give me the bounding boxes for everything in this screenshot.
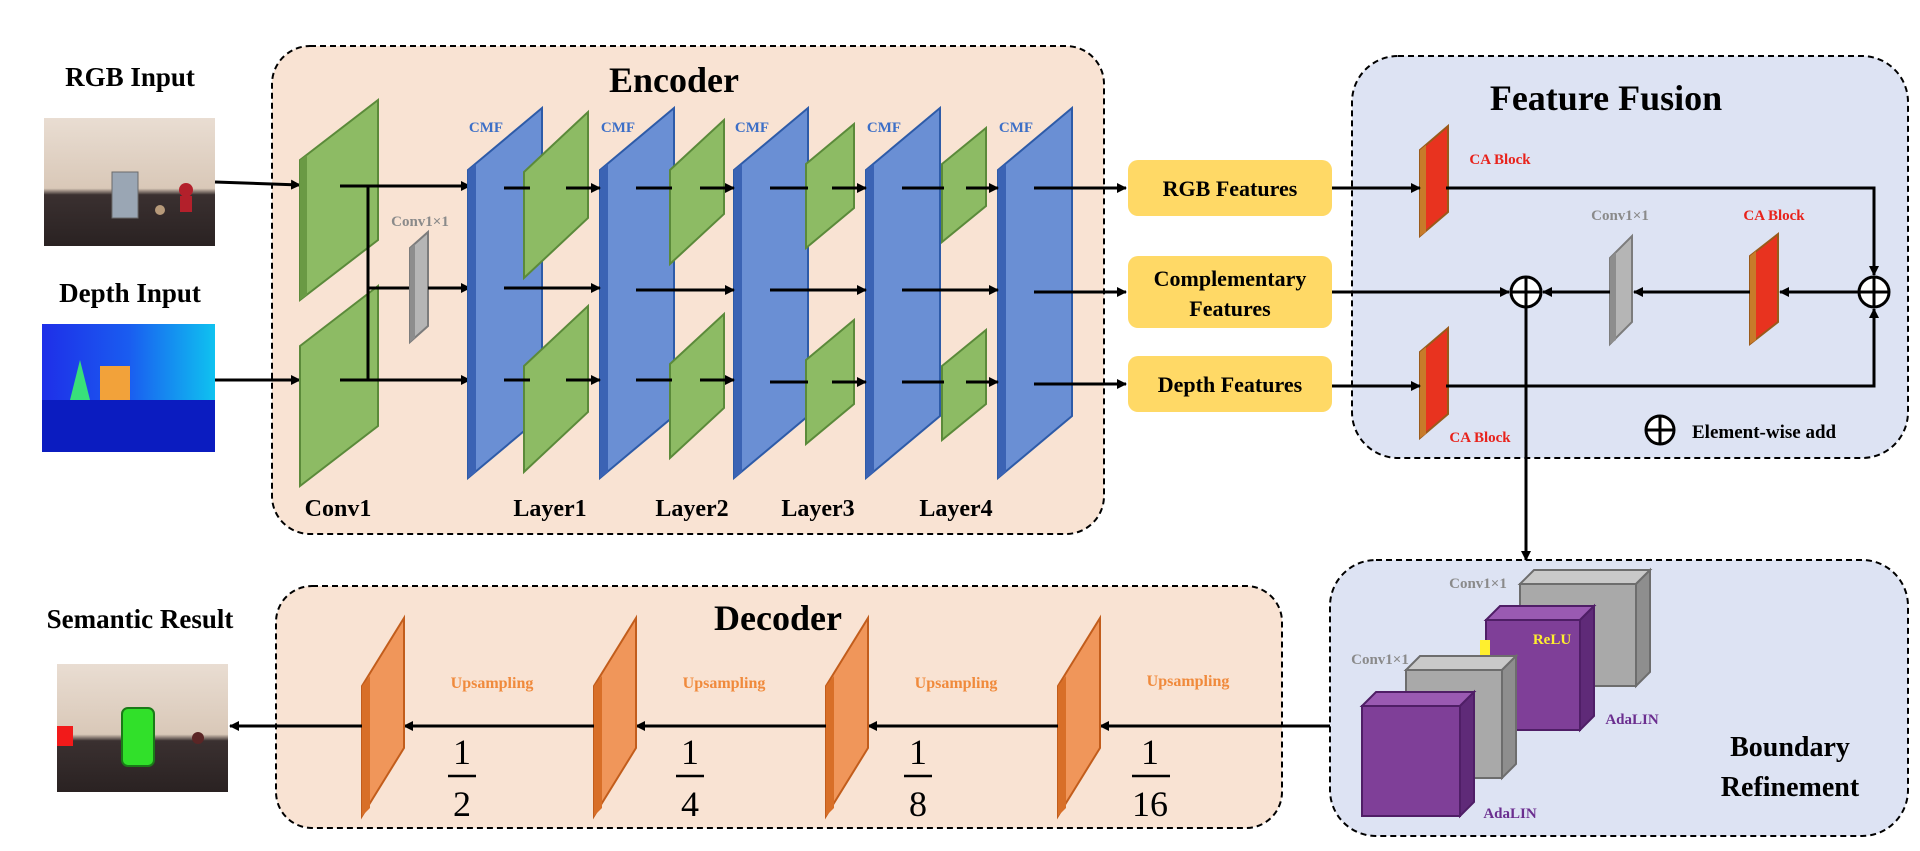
svg-text:16: 16	[1132, 784, 1168, 824]
encoder-conv1x1-block	[409, 229, 429, 345]
upsampling-label-16: Upsampling	[1147, 673, 1230, 690]
layer4-label: Layer4	[919, 496, 992, 522]
add-node-left	[1509, 275, 1543, 309]
layer3-label: Layer3	[781, 496, 854, 522]
svg-text:1: 1	[909, 732, 927, 772]
layer1-label: Layer1	[513, 496, 586, 522]
fusion-title: Feature Fusion	[1490, 78, 1722, 118]
encoder-title: Encoder	[609, 60, 739, 100]
upsampling-label-2: Upsampling	[451, 675, 534, 692]
fraction-sixteenth: 1 16	[1132, 732, 1170, 824]
depth-input-label: Depth Input	[59, 278, 201, 308]
fusion-conv1x1-label: Conv1×1	[1591, 208, 1649, 224]
upsampling-block-16	[1057, 614, 1101, 820]
rgb-input-label: RGB Input	[65, 62, 195, 92]
arrow-rgb-to-conv1	[214, 179, 301, 190]
semantic-result-label: Semantic Result	[47, 604, 234, 634]
svg-text:1: 1	[453, 732, 471, 772]
add-legend-label: Element-wise add	[1692, 422, 1837, 443]
fusion-conv1x1-block	[1609, 233, 1633, 347]
boundary-title-line2: Refinement	[1721, 772, 1860, 803]
upsampling-block-8	[825, 614, 869, 820]
cmf-label-2: CMF	[601, 120, 635, 136]
boundary-relu-label: ReLU	[1533, 632, 1571, 648]
boundary-conv1x1-front-label: Conv1×1	[1351, 652, 1409, 668]
boundary-adalin-bottom-label: AdaLIN	[1483, 806, 1537, 822]
cmf-block-2	[599, 105, 675, 481]
ca-block-depth-label: CA Block	[1449, 430, 1511, 446]
ca-block-depth	[1419, 325, 1449, 441]
cmf-label-4: CMF	[867, 120, 901, 136]
cmf-label-3: CMF	[735, 120, 769, 136]
boundary-adalin-block	[1359, 689, 1477, 819]
boundary-title-line1: Boundary	[1730, 732, 1850, 763]
layer1-rgb-block	[523, 109, 589, 281]
cmf-label-5: CMF	[999, 120, 1033, 136]
upsampling-block-2	[361, 614, 405, 820]
decoder-panel	[275, 585, 1283, 829]
complementary-features-box: Complementary Features	[1128, 256, 1332, 328]
layer1-depth-block	[523, 303, 589, 475]
ca-block-rgb-label: CA Block	[1469, 152, 1531, 168]
upsampling-block-4	[593, 614, 637, 820]
boundary-conv1x1-back-label: Conv1×1	[1449, 576, 1507, 592]
svg-text:4: 4	[681, 784, 699, 824]
fraction-half: 1 2	[448, 732, 476, 824]
conv1-label: Conv1	[305, 496, 372, 522]
upsampling-label-8: Upsampling	[915, 675, 998, 692]
svg-text:1: 1	[1141, 732, 1159, 772]
svg-text:8: 8	[909, 784, 927, 824]
layer2-rgb-block	[669, 117, 725, 267]
conv1-rgb-block	[299, 97, 379, 303]
svg-text:Features: Features	[1189, 296, 1271, 321]
encoder-conv1x1-label: Conv1×1	[391, 214, 449, 230]
layer3-depth-block	[805, 317, 855, 447]
conv1-depth-block	[299, 283, 379, 489]
cmf-block-4	[865, 105, 941, 481]
boundary-adalin-top-label: AdaLIN	[1605, 712, 1659, 728]
ca-block-fused-label: CA Block	[1743, 208, 1805, 224]
cmf-block-3	[733, 105, 809, 481]
fraction-eighth: 1 8	[904, 732, 932, 824]
semantic-result-image	[57, 664, 228, 792]
depth-input-image	[42, 324, 215, 452]
layer2-depth-block	[669, 311, 725, 461]
add-node-right	[1857, 275, 1891, 309]
cmf-label-1: CMF	[469, 120, 503, 136]
layer4-rgb-block	[941, 125, 987, 245]
fraction-quarter: 1 4	[676, 732, 704, 824]
depth-features-box: Depth Features	[1128, 356, 1332, 412]
svg-text:2: 2	[453, 784, 471, 824]
rgb-input-image	[44, 118, 215, 246]
layer3-rgb-block	[805, 121, 855, 251]
decoder-title: Decoder	[714, 598, 842, 638]
ca-block-rgb	[1419, 123, 1449, 239]
ca-block-fused	[1749, 231, 1779, 347]
svg-text:Complementary: Complementary	[1154, 266, 1307, 291]
svg-text:RGB Features: RGB Features	[1163, 176, 1298, 201]
svg-text:Depth Features: Depth Features	[1158, 372, 1303, 397]
add-legend-icon	[1644, 414, 1676, 446]
svg-text:1: 1	[681, 732, 699, 772]
rgb-features-box: RGB Features	[1128, 160, 1332, 216]
upsampling-label-4: Upsampling	[683, 675, 766, 692]
layer4-depth-block	[941, 327, 987, 443]
layer2-label: Layer2	[655, 496, 728, 522]
